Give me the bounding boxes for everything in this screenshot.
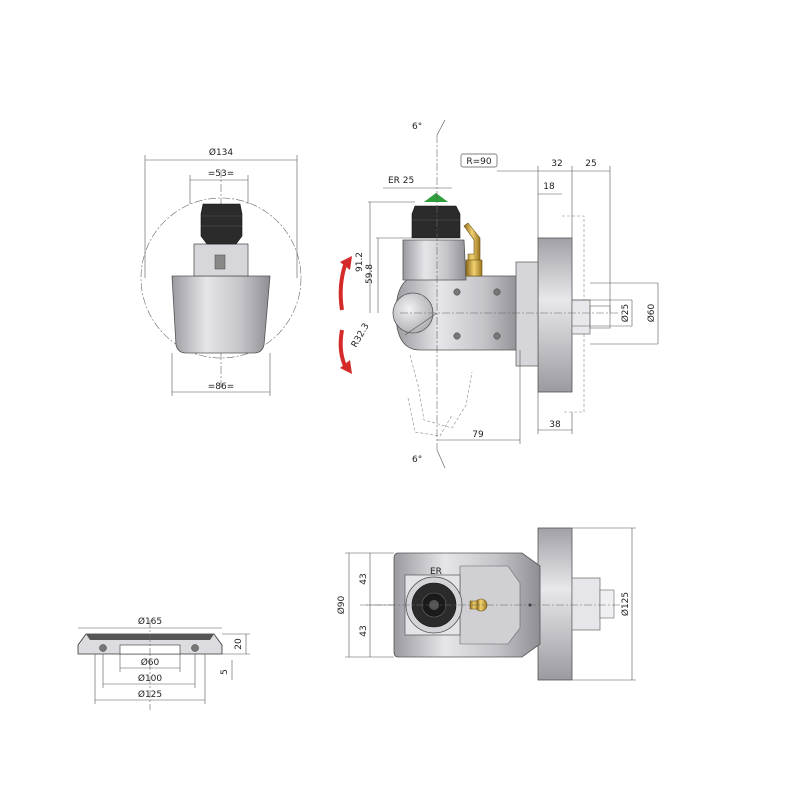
radius-box-label: R=90	[466, 157, 492, 167]
collet-label: ER 25	[388, 176, 414, 186]
dim-43-lower: 43	[359, 625, 369, 636]
dim-100: Ø100	[138, 673, 163, 684]
dim-90: Ø90	[336, 595, 347, 614]
head-body	[402, 239, 467, 281]
dim-18: 18	[543, 182, 555, 192]
dim-nut-width: =53=	[208, 169, 235, 179]
dim-d25: Ø25	[620, 304, 631, 323]
dim-32: 32	[551, 159, 562, 169]
spindle-mark: ER	[430, 567, 442, 577]
rotation-arrow-icon	[338, 261, 348, 311]
dim-20: 20	[234, 638, 244, 650]
dim-25: 25	[585, 159, 596, 169]
dim-body-width: =86=	[208, 382, 235, 392]
dim-d60: Ø60	[646, 303, 657, 322]
collet-nut	[200, 203, 243, 245]
dim-38: 38	[549, 420, 561, 430]
swing-circle	[140, 197, 302, 359]
top-view: ER Ø90 43 43 Ø125	[336, 527, 636, 681]
dim-r32: R32.3	[350, 322, 372, 350]
dim-165: Ø165	[138, 616, 162, 627]
dim-79: 79	[472, 430, 484, 440]
dim-43-upper: 43	[359, 573, 369, 584]
top-flange	[537, 527, 573, 681]
flange-view: Ø165 Ø60 Ø100 Ø125 20 5	[77, 616, 250, 710]
direction-arrow-icon	[424, 193, 448, 202]
dim-125: Ø125	[138, 689, 162, 700]
mount-flange	[537, 237, 573, 393]
rotation-arrow-icon-lower	[338, 329, 348, 369]
dim-5: 5	[220, 669, 230, 675]
dim-59: 59.8	[365, 264, 375, 284]
coolant-nozzle	[463, 222, 481, 263]
dim-60: Ø60	[141, 657, 160, 668]
dim-91: 91.2	[355, 252, 365, 272]
dim-125-top: Ø125	[620, 592, 631, 616]
front-body	[171, 275, 271, 354]
angle-top-label: 6°	[412, 122, 422, 132]
dim-swing-diameter: Ø134	[209, 147, 234, 158]
angle-bottom-label: 6°	[412, 455, 422, 465]
side-collet-nut	[411, 205, 461, 239]
front-view: Ø134 =53= =86=	[140, 147, 302, 396]
side-view: 6° 6° ER 25 R=90 32 25 18 91.2 59.8 R32.…	[338, 119, 659, 469]
